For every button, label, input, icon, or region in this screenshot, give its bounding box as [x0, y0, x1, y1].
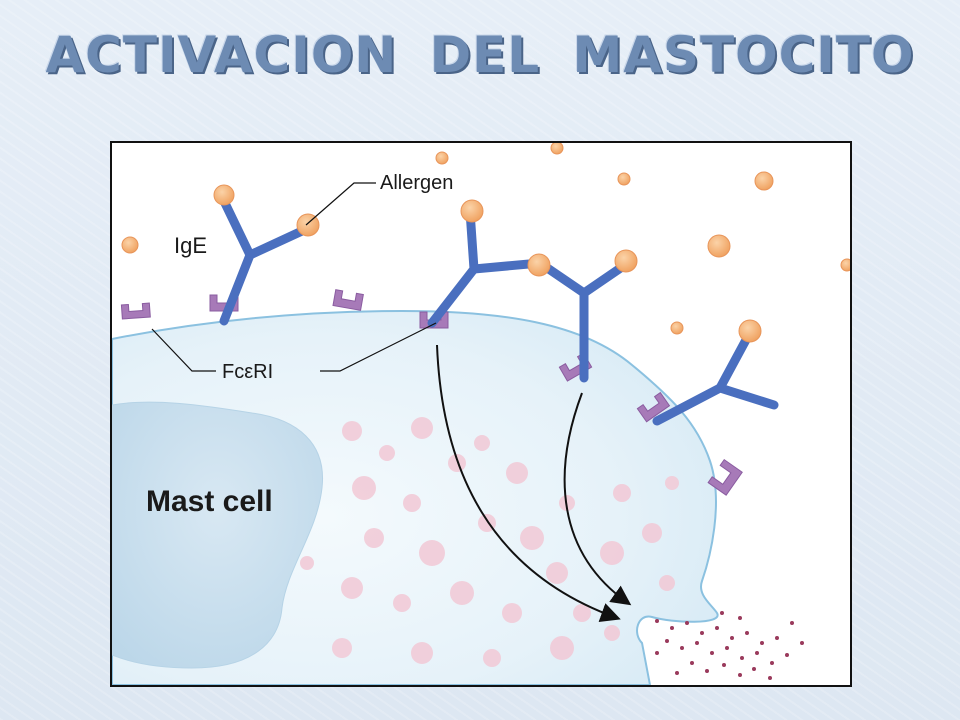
label-leaders	[151, 182, 437, 372]
released-granules	[655, 611, 804, 680]
diagram-figure: Allergen IgE FcεRI Mast cell	[110, 141, 852, 687]
mast-cell-label: Mast cell	[146, 485, 273, 518]
signal-arrows	[436, 344, 632, 622]
granules	[300, 417, 679, 667]
allergen-label: Allergen	[380, 172, 453, 194]
mast-cell-diagram: Allergen IgE FcεRI Mast cell	[112, 143, 850, 685]
allergen-particles	[121, 143, 850, 343]
ige-label: IgE	[174, 233, 207, 258]
slide-title: ACTIVACION DEL MASTOCITO	[45, 26, 915, 84]
receptor-label: FcεRI	[222, 361, 273, 383]
ige-antibodies	[219, 196, 779, 426]
nucleus	[112, 401, 324, 669]
